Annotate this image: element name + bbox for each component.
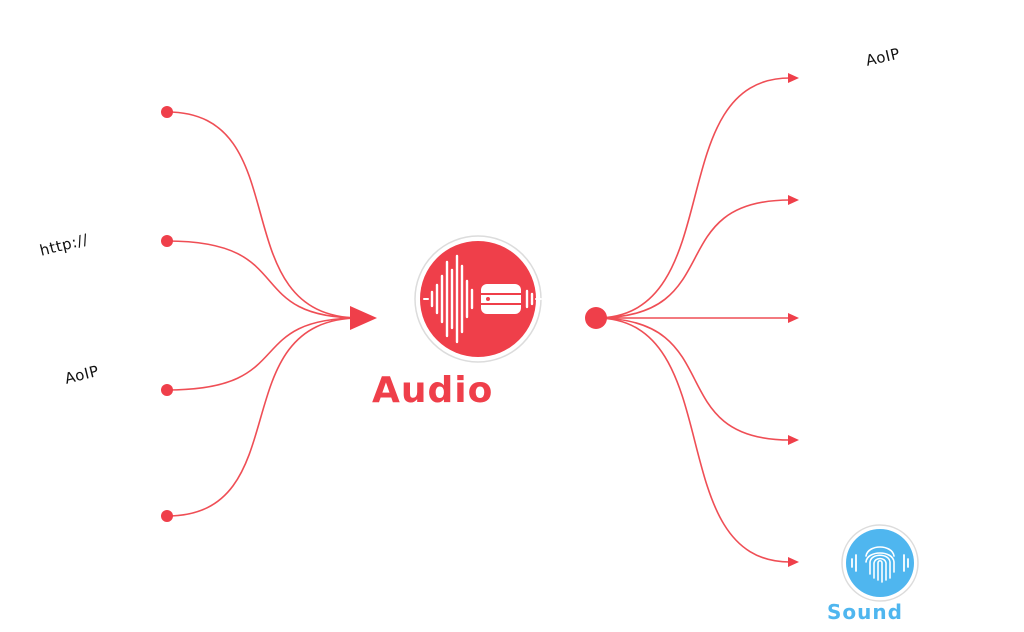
output-source-dot[interactable] — [585, 307, 607, 329]
sound-title: Sound — [827, 600, 903, 624]
audio-badge[interactable] — [414, 235, 542, 363]
output-curve-2 — [595, 199, 791, 319]
output-curve-5 — [595, 317, 791, 563]
input-dot-3[interactable] — [161, 384, 173, 396]
output-arrow-3 — [788, 313, 799, 323]
sound-badge[interactable] — [841, 524, 919, 602]
input-dot-1[interactable] — [161, 106, 173, 118]
fingerprint-soundwave-icon — [851, 546, 909, 583]
input-arrow-head — [350, 306, 377, 330]
input-dot-4[interactable] — [161, 510, 173, 522]
input-curve-1 — [166, 111, 361, 319]
output-arrow-5 — [788, 557, 799, 567]
input-dot-2[interactable] — [161, 235, 173, 247]
output-curve-1 — [595, 77, 791, 319]
input-dots — [161, 106, 173, 522]
database-icon — [481, 284, 521, 314]
output-arrows — [788, 73, 799, 567]
audio-title: Audio — [372, 370, 494, 411]
input-curve-2 — [166, 240, 361, 319]
output-connectors — [595, 77, 791, 563]
output-arrow-2 — [788, 195, 799, 205]
input-connectors — [166, 111, 361, 517]
input-curve-4 — [166, 317, 361, 517]
audio-waveform-database-icon — [423, 254, 542, 344]
output-arrow-4 — [788, 435, 799, 445]
input-curve-3 — [166, 317, 361, 391]
output-arrow-1 — [788, 73, 799, 83]
output-curve-4 — [595, 317, 791, 441]
